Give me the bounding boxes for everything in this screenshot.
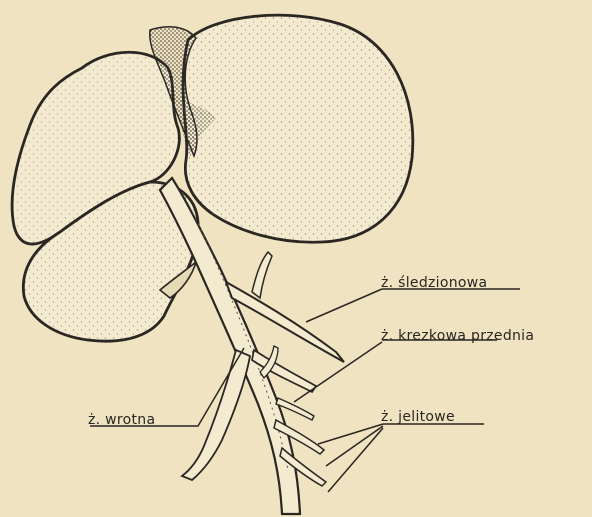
label-portal-vein: ż. wrotna bbox=[88, 413, 155, 427]
label-anterior-mesenteric-vein: ż. krezkowa przednia bbox=[381, 329, 534, 343]
label-intestinal-veins: ż. jelitowe bbox=[381, 410, 455, 424]
leader-jelitowe bbox=[318, 424, 484, 492]
right-liver-lobe bbox=[183, 15, 413, 242]
leader-sledzionowa bbox=[306, 289, 520, 322]
label-splenic-vein: ż. śledzionowa bbox=[381, 276, 487, 290]
